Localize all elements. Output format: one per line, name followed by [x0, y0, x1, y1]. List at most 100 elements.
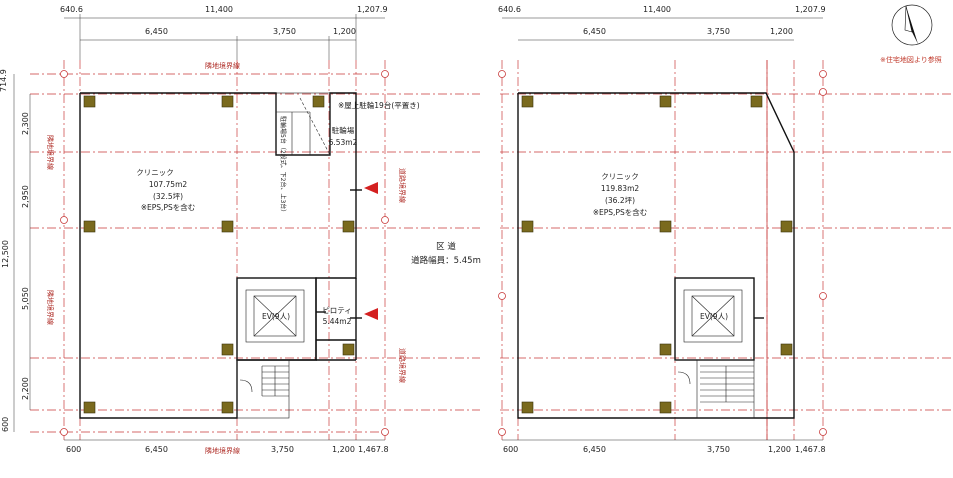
- dim-top-seg2: 3,750: [273, 27, 296, 36]
- dim-top-overall-left-r: 640.6: [498, 5, 521, 14]
- label-neighbor-boundary-left-2: 隣地境界線: [46, 290, 55, 325]
- grid-bubble: [498, 292, 506, 300]
- column: [312, 95, 325, 108]
- dim-top-overall-mid-r: 11,400: [643, 5, 671, 14]
- grid-bubble: [381, 216, 389, 224]
- left-building-outline: [79, 92, 357, 419]
- columns-right: [521, 95, 793, 414]
- dim-bottom-seg1: 6,450: [145, 445, 168, 454]
- dim-top-overall-right-r: 1,207.9: [795, 5, 826, 14]
- grid-bubble: [819, 428, 827, 436]
- dim-top-seg1: 6,450: [145, 27, 168, 36]
- road-width: 道路幅員：5.45m: [411, 255, 481, 266]
- left-plan: 640.6 11,400 1,207.9 6,450 3,750 1,200: [0, 5, 480, 455]
- room-tsubo-r: (36.2坪): [605, 196, 635, 205]
- north-note: ※住宅地図より参照: [880, 55, 942, 64]
- right-plan: 640.6 11,400 1,207.9 6,450 3,750 1,200: [498, 5, 953, 454]
- dim-top-overall-right: 1,207.9: [357, 5, 388, 14]
- dim-bottom-seg0: 600: [66, 445, 81, 454]
- room-name-r: クリニック: [601, 172, 639, 181]
- dim-bottom-seg3-r: 1,200: [768, 445, 791, 454]
- column: [521, 220, 534, 233]
- dim-left-top-partial: 714.9: [0, 69, 8, 92]
- columns-left: [83, 95, 355, 414]
- grid-bubble: [381, 428, 389, 436]
- bike-room-name: 駐輪場: [332, 125, 355, 135]
- column: [659, 343, 672, 356]
- grid-bubble: [381, 70, 389, 78]
- dim-bottom-seg1-r: 6,450: [583, 445, 606, 454]
- right-building-outline: [517, 92, 795, 419]
- column: [659, 401, 672, 414]
- ev-label-r: EV(9人): [700, 312, 728, 321]
- label-neighbor-boundary-top: 隣地境界線: [205, 61, 240, 70]
- ev-car-outer-r: [683, 289, 743, 343]
- column: [659, 95, 672, 108]
- grid-bubble: [498, 428, 506, 436]
- entrance-arrow: [364, 182, 378, 194]
- column: [521, 95, 534, 108]
- bike-room-area: 6.53m2: [329, 138, 358, 147]
- road-title: 区 道: [436, 241, 456, 252]
- ev-label: EV(9人): [262, 312, 290, 321]
- column: [342, 343, 355, 356]
- dim-left-seg4: 2,200: [21, 377, 30, 400]
- grid-bubble: [819, 292, 827, 300]
- grid-bubble: [819, 70, 827, 78]
- dim-left-seg3: 5,050: [21, 287, 30, 310]
- column: [659, 220, 672, 233]
- grid-bubble: [819, 88, 827, 96]
- room-area: 107.75m2: [149, 180, 188, 189]
- dim-bottom-seg0-r: 600: [503, 445, 518, 454]
- dim-top-seg3-r: 1,200: [770, 27, 793, 36]
- ev-cross: [253, 295, 297, 337]
- column: [221, 220, 234, 233]
- column: [521, 401, 534, 414]
- column: [221, 401, 234, 414]
- dim-left-seg2: 2,950: [21, 185, 30, 208]
- column: [221, 343, 234, 356]
- column: [83, 220, 96, 233]
- column: [221, 95, 234, 108]
- room-area-r: 119.83m2: [601, 184, 640, 193]
- ev-cross: [691, 295, 735, 337]
- dim-left-overall: 12,500: [1, 240, 10, 268]
- column: [780, 343, 793, 356]
- grid-bubble: [498, 70, 506, 78]
- stair-outline: [236, 359, 290, 419]
- dim-top-seg3: 1,200: [333, 27, 356, 36]
- grid-bubble: [60, 216, 68, 224]
- stair-outline-r: [696, 359, 755, 419]
- grid-bubble: [60, 70, 68, 78]
- bike-note: ※屋上駐輪19台(平置き): [338, 100, 420, 110]
- column: [83, 95, 96, 108]
- dim-bottom-seg2: 3,750: [271, 445, 294, 454]
- piloti-area: 5.44m2: [323, 317, 352, 326]
- dim-top-seg2-r: 3,750: [707, 27, 730, 36]
- door-swing: [239, 379, 253, 393]
- north-arrow-icon: [891, 4, 933, 46]
- ev-car-inner-r: [691, 295, 735, 337]
- dim-top-overall-left: 640.6: [60, 5, 83, 14]
- bike-ramp-dash: [299, 97, 331, 156]
- dim-bottom-seg3: 1,200: [332, 445, 355, 454]
- room-note-r: ※EPS,PSを含む: [593, 207, 647, 217]
- label-road-boundary-1: 道路境界線: [398, 168, 407, 203]
- bike-room-outline: [275, 92, 331, 156]
- dim-left-seg1: 2,300: [21, 112, 30, 135]
- dim-bottom-seg4-r: 1,467.8: [795, 445, 826, 454]
- ev-car-outer: [245, 289, 305, 343]
- room-note: ※EPS,PSを含む: [141, 202, 195, 212]
- stair-treads: [261, 365, 289, 397]
- stair-treads-r: [700, 365, 754, 403]
- ev-car-inner: [253, 295, 297, 337]
- bike-detail: 駐輪場5台（2段式、下2台、上3台）: [279, 116, 287, 215]
- room-name: クリニック: [136, 168, 174, 177]
- room-tsubo: (32.5坪): [153, 192, 183, 201]
- label-road-boundary-2: 道路境界線: [398, 348, 407, 383]
- column: [750, 95, 763, 108]
- dim-top-overall-mid: 11,400: [205, 5, 233, 14]
- grid-bubble: [60, 428, 68, 436]
- dim-top-seg1-r: 6,450: [583, 27, 606, 36]
